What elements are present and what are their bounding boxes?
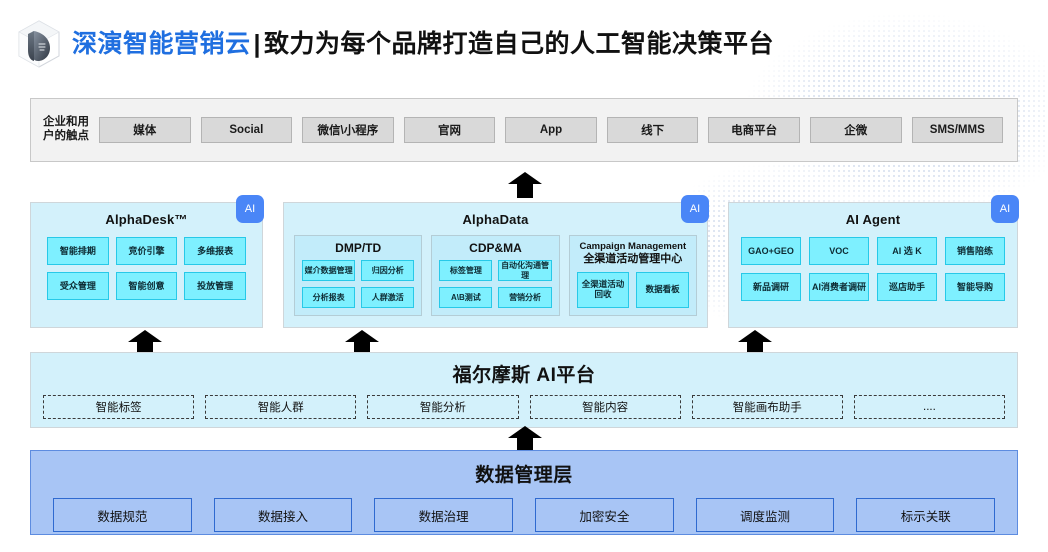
ai-platform-item[interactable]: 智能分析 <box>367 395 519 419</box>
ai-platform-item[interactable]: 智能标签 <box>43 395 195 419</box>
brand-title: 深演智能营销云|致力为每个品牌打造自己的人工智能决策平台 <box>72 29 775 58</box>
subcard-title: Campaign Management 全渠道活动管理中心 <box>577 241 689 267</box>
panel-title-alphadesk: AlphaDesk™ <box>105 212 188 227</box>
subcard-dmp-td: DMP/TD 媒介数据管理 归因分析 分析报表 人群激活 <box>294 235 423 316</box>
subcard-tile-grid: 标签管理 自动化沟通管理 A\B测试 营销分析 <box>439 260 552 308</box>
alphadesk-tile-grid: 智能排期 竞价引擎 多维报表 受众管理 智能创意 投放管理 <box>31 227 262 300</box>
agent-tile[interactable]: AI消费者调研 <box>809 273 869 301</box>
touchpoint-item[interactable]: 官网 <box>403 117 496 143</box>
subcard-cdp-ma: CDP&MA 标签管理 自动化沟通管理 A\B测试 营销分析 <box>431 235 560 316</box>
panel-alphadesk: AI AlphaDesk™ 智能排期 竞价引擎 多维报表 受众管理 智能创意 投… <box>30 195 264 328</box>
panel-title-ai-agent: AI Agent <box>845 212 901 227</box>
agent-tile[interactable]: 销售陪练 <box>945 237 1005 265</box>
agent-tile[interactable]: AI 选 K <box>877 237 937 265</box>
touchpoint-item[interactable]: 线下 <box>606 117 699 143</box>
agent-tile[interactable]: GAO+GEO <box>741 237 801 265</box>
ai-badge: AI <box>681 195 709 223</box>
subcard-tile-grid: 媒介数据管理 归因分析 分析报表 人群激活 <box>302 260 415 308</box>
subcard-title-cn: 全渠道活动管理中心 <box>583 252 683 265</box>
touchpoints-list: 媒体 Social 微信\小程序 官网 App 线下 电商平台 企微 SMS/M… <box>89 117 1017 143</box>
arrow-up-icon <box>508 172 542 198</box>
dmp-tile[interactable]: 归因分析 <box>361 260 415 281</box>
brand-separator: | <box>253 29 262 58</box>
touchpoint-item[interactable]: 电商平台 <box>708 117 800 143</box>
data-management-layer: 数据管理层 数据规范 数据接入 数据治理 加密安全 调度监测 标示关联 <box>30 450 1018 535</box>
alphadesk-tile[interactable]: 投放管理 <box>184 272 246 300</box>
arrow-up-icon <box>128 330 162 356</box>
panel-title-alphadata: AlphaData <box>462 212 529 227</box>
ai-agent-tile-grid: GAO+GEO VOC AI 选 K 销售陪练 新品调研 AI消费者调研 巡店助… <box>729 227 1017 301</box>
data-management-items: 数据规范 数据接入 数据治理 加密安全 调度监测 标示关联 <box>31 487 1017 532</box>
touchpoints-band: 企业和用户的触点 媒体 Social 微信\小程序 官网 App 线下 电商平台… <box>30 98 1018 162</box>
ai-platform-items: 智能标签 智能人群 智能分析 智能内容 智能画布助手 .... <box>31 387 1017 419</box>
touchpoints-label: 企业和用户的触点 <box>43 116 89 142</box>
campaign-tile[interactable]: 数据看板 <box>636 271 689 308</box>
dmp-tile[interactable]: 分析报表 <box>302 287 356 308</box>
alphadesk-tile[interactable]: 多维报表 <box>184 237 246 265</box>
product-panels-row: AI AlphaDesk™ 智能排期 竞价引擎 多维报表 受众管理 智能创意 投… <box>0 195 1048 328</box>
ai-platform-item[interactable]: 智能内容 <box>529 395 681 419</box>
subcard-tile-grid: 全渠道活动回收 数据看板 <box>576 271 689 308</box>
ai-platform-layer: 福尔摩斯 AI平台 智能标签 智能人群 智能分析 智能内容 智能画布助手 ...… <box>30 352 1018 428</box>
data-management-item[interactable]: 数据规范 <box>53 498 192 532</box>
data-management-item[interactable]: 数据接入 <box>213 498 353 532</box>
ai-badge: AI <box>236 195 264 223</box>
dmp-tile[interactable]: 媒介数据管理 <box>302 260 356 281</box>
subcard-campaign-management: Campaign Management 全渠道活动管理中心 全渠道活动回收 数据… <box>568 235 697 316</box>
touchpoint-item[interactable]: App <box>505 117 597 143</box>
cdp-tile[interactable]: 营销分析 <box>498 287 552 308</box>
subcard-title-en: Campaign Management <box>579 241 687 252</box>
ai-platform-item[interactable]: 智能画布助手 <box>691 395 843 419</box>
alphadesk-tile[interactable]: 智能创意 <box>115 272 178 300</box>
alphadata-subcards: DMP/TD 媒介数据管理 归因分析 分析报表 人群激活 CDP&MA 标签管理… <box>284 227 707 316</box>
panel-alphadata: AI AlphaData DMP/TD 媒介数据管理 归因分析 分析报表 人群激… <box>283 195 709 328</box>
agent-tile[interactable]: 新品调研 <box>741 273 801 301</box>
panel-ai-agent: AI AI Agent GAO+GEO VOC AI 选 K 销售陪练 新品调研… <box>728 195 1019 328</box>
arrow-up-icon <box>345 330 379 356</box>
subcard-title: CDP&MA <box>469 241 522 255</box>
cdp-tile[interactable]: 标签管理 <box>439 260 493 281</box>
ai-platform-item[interactable]: .... <box>853 395 1006 419</box>
alphadesk-tile[interactable]: 受众管理 <box>47 272 109 300</box>
agent-tile[interactable]: 巡店助手 <box>877 273 937 301</box>
ai-badge: AI <box>991 195 1019 223</box>
ai-platform-title: 福尔摩斯 AI平台 <box>452 365 596 386</box>
cube-leaf-logo-icon <box>14 18 64 70</box>
arrow-up-icon <box>738 330 772 356</box>
cdp-tile[interactable]: A\B测试 <box>439 287 493 308</box>
data-management-item[interactable]: 调度监测 <box>695 498 835 532</box>
arrow-up-icon <box>508 426 542 452</box>
agent-tile[interactable]: VOC <box>809 237 869 265</box>
brand-name: 深演智能营销云 <box>72 29 251 58</box>
cdp-tile[interactable]: 自动化沟通管理 <box>498 260 552 281</box>
touchpoint-item[interactable]: 媒体 <box>99 117 191 143</box>
alphadesk-tile[interactable]: 智能排期 <box>47 237 109 265</box>
dmp-tile[interactable]: 人群激活 <box>361 287 415 308</box>
agent-tile[interactable]: 智能导购 <box>945 273 1005 301</box>
subcard-title: DMP/TD <box>335 241 382 255</box>
touchpoint-item[interactable]: Social <box>200 117 293 143</box>
data-management-title: 数据管理层 <box>475 465 573 486</box>
data-management-item[interactable]: 加密安全 <box>535 498 674 532</box>
page-header: 深演智能营销云|致力为每个品牌打造自己的人工智能决策平台 <box>0 0 1048 88</box>
data-management-item[interactable]: 标示关联 <box>856 498 996 532</box>
brand-tagline: 致力为每个品牌打造自己的人工智能决策平台 <box>264 29 775 58</box>
campaign-tile[interactable]: 全渠道活动回收 <box>576 271 630 308</box>
data-management-item[interactable]: 数据治理 <box>374 498 514 532</box>
touchpoint-item[interactable]: 微信\小程序 <box>302 117 394 143</box>
touchpoint-item[interactable]: 企微 <box>809 117 902 143</box>
ai-platform-item[interactable]: 智能人群 <box>205 395 357 419</box>
touchpoint-item[interactable]: SMS/MMS <box>911 117 1004 143</box>
alphadesk-tile[interactable]: 竞价引擎 <box>115 237 178 265</box>
